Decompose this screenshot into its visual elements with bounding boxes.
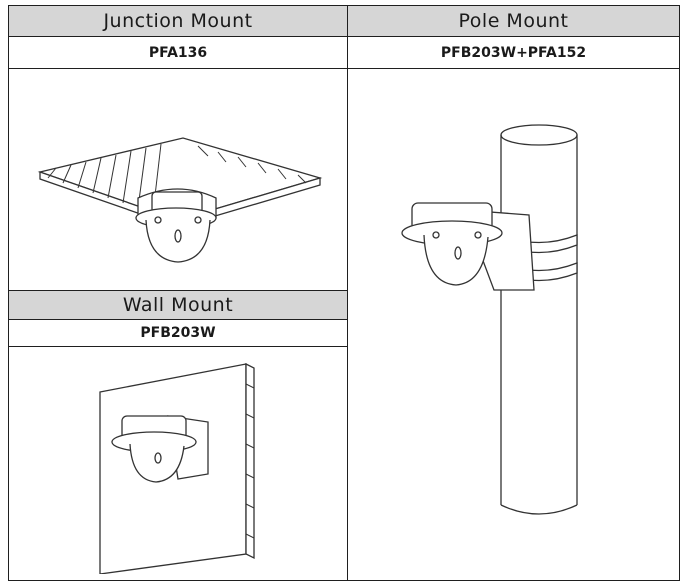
wall-mount-header: Wall Mount: [8, 290, 348, 320]
wall-model-label: PFB203W: [140, 325, 216, 341]
pole-mount-illustration-cell: [347, 68, 680, 581]
wall-mount-title: Wall Mount: [122, 294, 234, 316]
pole-mount-header: Pole Mount: [347, 5, 680, 37]
junction-mount-header: Junction Mount: [8, 5, 348, 37]
junction-model-cell: PFA136: [8, 36, 348, 69]
pole-model-label: PFB203W+PFA152: [440, 44, 587, 61]
pole-mount-illustration: [400, 123, 578, 515]
junction-mount-illustration-cell: [8, 68, 348, 291]
junction-mount-title: Junction Mount: [103, 10, 253, 32]
junction-model-label: PFA136: [148, 44, 208, 61]
wall-mount-illustration: [99, 362, 255, 574]
pole-model-cell: PFB203W+PFA152: [347, 36, 680, 69]
junction-mount-illustration: [37, 136, 323, 263]
mount-table: Junction Mount Pole Mount PFA136 PFB203W…: [8, 5, 680, 581]
pole-mount-title: Pole Mount: [458, 10, 569, 32]
wall-model-cell: PFB203W: [8, 319, 348, 347]
wall-mount-illustration-cell: [8, 346, 348, 581]
